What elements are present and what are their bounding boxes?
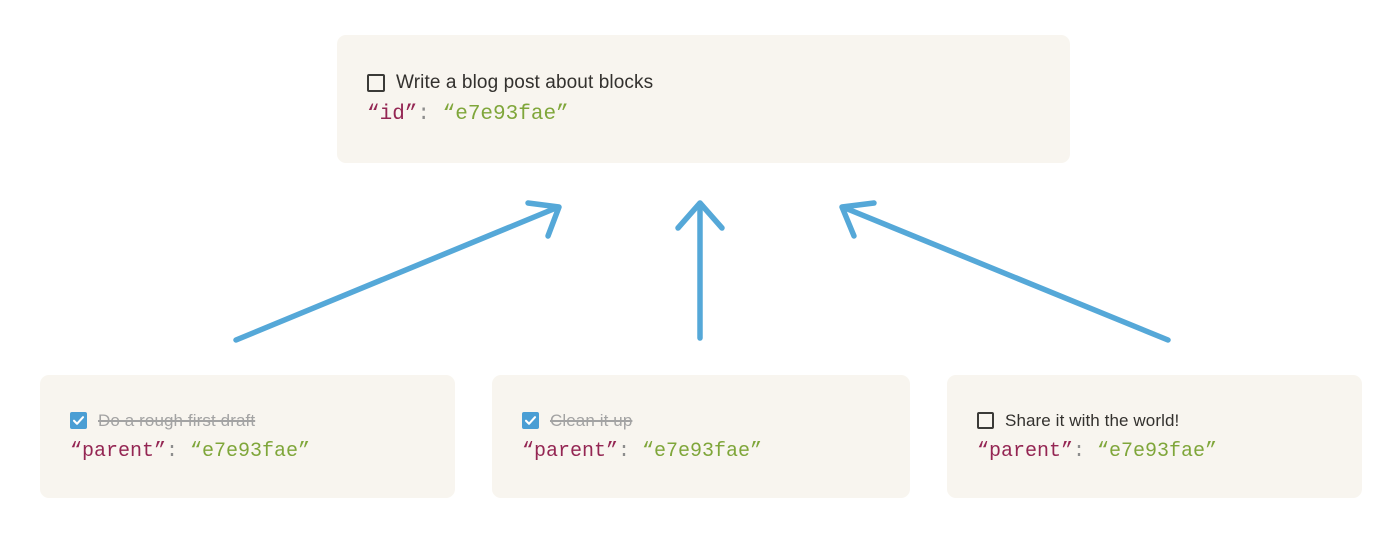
child-task-label-2: Clean it up	[550, 410, 633, 430]
parent-task-label: Write a blog post about blocks	[396, 72, 654, 93]
parent-task-row[interactable]: Write a blog post about blocks	[367, 72, 1070, 94]
child-json-value-1: “e7e93fae”	[190, 439, 311, 463]
parent-json-key: “id”	[367, 103, 418, 126]
child-json-key-1: “parent”	[70, 439, 167, 463]
child-json-row-3: “parent”: “e7e93fae”	[977, 440, 1362, 463]
child-json-key-2: “parent”	[522, 439, 619, 463]
child-task-row-3[interactable]: Share it with the world!	[977, 411, 1362, 431]
child-json-colon-3: :	[1073, 439, 1086, 463]
arrow-child3-to-parent	[839, 200, 1171, 343]
parent-json-row: “id”: “e7e93fae”	[367, 103, 1070, 126]
arrow-child1-to-parent	[233, 200, 562, 343]
parent-json-value: “e7e93fae”	[442, 103, 569, 126]
child-json-colon-1: :	[166, 439, 179, 463]
child-json-key-3: “parent”	[977, 439, 1074, 463]
child-block-card-2[interactable]: Clean it up “parent”: “e7e93fae”	[492, 375, 910, 498]
parent-json-colon: :	[417, 103, 431, 126]
child-task-row-2[interactable]: Clean it up	[522, 411, 910, 431]
child-task-label-1: Do a rough first draft	[98, 410, 256, 430]
child-json-row-2: “parent”: “e7e93fae”	[522, 440, 910, 463]
child-json-row-1: “parent”: “e7e93fae”	[70, 440, 455, 463]
child-task-label-3: Share it with the world!	[1005, 410, 1180, 430]
parent-block-card[interactable]: Write a blog post about blocks “id”: “e7e…	[337, 35, 1070, 163]
child-json-value-2: “e7e93fae”	[642, 439, 763, 463]
checkbox-unchecked-icon[interactable]	[367, 74, 385, 92]
child-block-card-1[interactable]: Do a rough first draft “parent”: “e7e93fa…	[40, 375, 455, 498]
child-task-row-1[interactable]: Do a rough first draft	[70, 411, 455, 431]
arrow-child2-to-parent	[675, 200, 725, 341]
checkbox-unchecked-icon[interactable]	[977, 412, 994, 429]
child-json-colon-2: :	[618, 439, 631, 463]
checkbox-checked-icon[interactable]	[70, 412, 87, 429]
checkbox-checked-icon[interactable]	[522, 412, 539, 429]
child-block-card-3[interactable]: Share it with the world! “parent”: “e7e93…	[947, 375, 1362, 498]
child-json-value-3: “e7e93fae”	[1097, 439, 1218, 463]
